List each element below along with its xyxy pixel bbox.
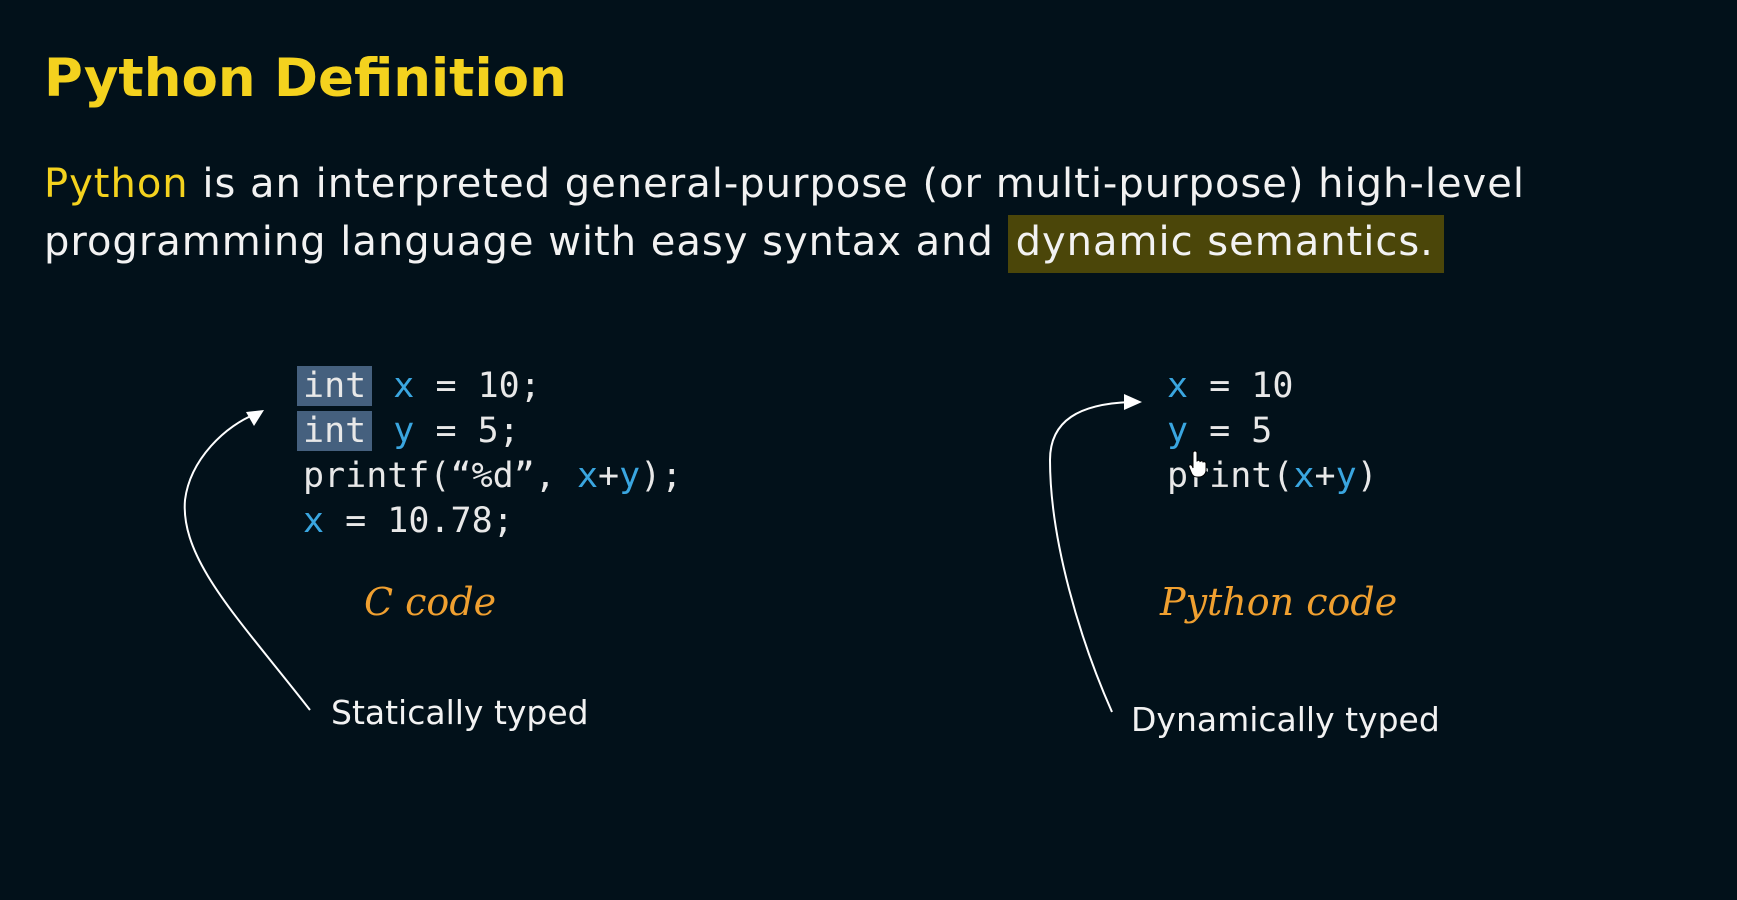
python-print-call: print( <box>1167 456 1294 496</box>
c-var-x: x <box>393 366 415 406</box>
c-code-rest: = 10; <box>414 366 541 406</box>
dynamic-arrow-icon <box>1048 394 1142 713</box>
definition-body: is an interpreted general-purpose (or mu… <box>44 161 1525 265</box>
dynamically-typed-label: Dynamically typed <box>1131 700 1440 739</box>
python-code-rest: = 10 <box>1188 366 1294 406</box>
python-var-x: x <box>1293 456 1315 496</box>
python-code-line-1: x = 10 <box>1167 364 1378 409</box>
c-keyword-int: int <box>297 411 373 451</box>
c-var-y: y <box>393 411 415 451</box>
c-code-rest: = 5; <box>414 411 520 451</box>
c-code-line-4: x = 10.78; <box>303 499 682 544</box>
c-var-y: y <box>619 456 641 496</box>
slide-title: Python Definition <box>44 48 567 109</box>
c-var-x: x <box>576 456 599 496</box>
python-var-y: y <box>1335 456 1357 496</box>
python-var-y: y <box>1167 411 1189 451</box>
python-code-caption: Python code <box>1160 580 1398 624</box>
c-code-rest: = 10.78; <box>324 501 514 541</box>
static-arrow-icon <box>183 410 311 711</box>
c-code-line-3: printf(“%d”, x+y); <box>303 454 682 499</box>
python-code-line-3: print(x+y) <box>1167 454 1378 499</box>
c-code-line-1: int x = 10; <box>297 364 682 409</box>
c-code-rest: ); <box>640 456 683 496</box>
definition-text: Python is an interpreted general-purpose… <box>44 155 1644 273</box>
c-code-caption: C code <box>364 580 497 624</box>
python-var-x: x <box>1167 366 1189 406</box>
definition-highlight: dynamic semantics. <box>1007 215 1444 273</box>
python-plus-operator: + <box>1314 456 1336 496</box>
definition-term: Python <box>44 161 189 207</box>
c-code-line-2: int y = 5; <box>297 409 682 454</box>
hand-pointer-cursor-icon <box>1188 450 1207 478</box>
c-var-x: x <box>303 501 325 541</box>
c-printf-call: printf(“%d”, <box>303 456 577 496</box>
c-plus-operator: + <box>598 456 620 496</box>
c-keyword-int: int <box>297 366 373 406</box>
python-code-line-2: y = 5 <box>1167 409 1378 454</box>
python-code-rest: = 5 <box>1188 411 1273 451</box>
c-code-block: int x = 10;int y = 5;printf(“%d”, x+y);x… <box>297 364 682 544</box>
statically-typed-label: Statically typed <box>331 693 589 732</box>
python-code-rest: ) <box>1356 456 1378 496</box>
